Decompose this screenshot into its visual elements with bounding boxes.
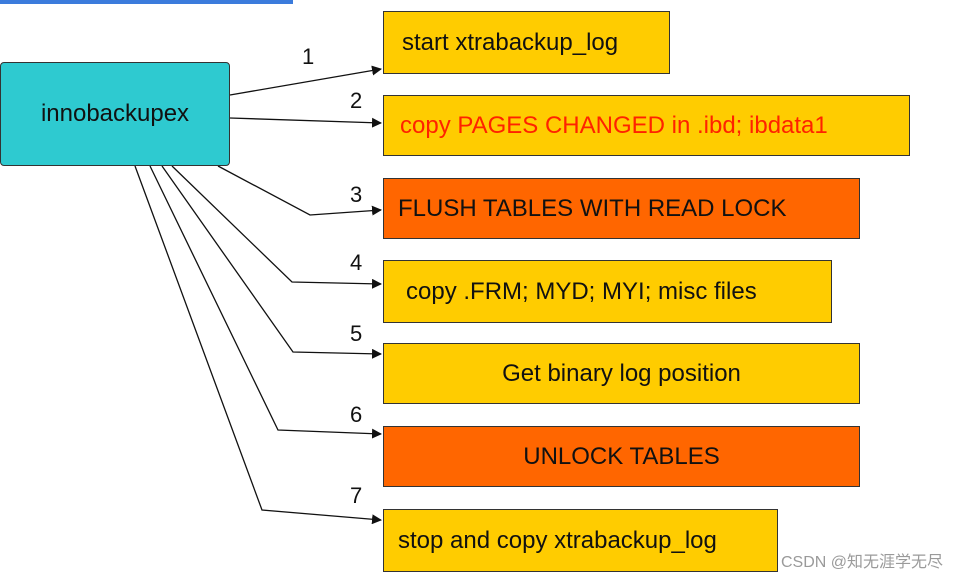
innobackupex-node: innobackupex [0, 62, 230, 166]
step-4-box: copy .FRM; MYD; MYI; misc files [383, 260, 832, 323]
step-4-label: copy .FRM; MYD; MYI; misc files [406, 277, 757, 305]
step-6-box: UNLOCK TABLES [383, 426, 860, 487]
innobackupex-label: innobackupex [40, 100, 190, 127]
step-7-number: 7 [350, 483, 363, 508]
arrow-step-5 [161, 165, 382, 359]
step-1-label: start xtrabackup_log [402, 28, 619, 56]
arrow-step-4 [171, 165, 382, 289]
step-1-number: 1 [302, 44, 315, 69]
arrow-step-1 [229, 65, 382, 96]
step-6-label: UNLOCK TABLES [523, 442, 720, 470]
step-2-box: copy PAGES CHANGED in .ibd; ibdata1 [383, 95, 910, 156]
csdn-watermark: CSDN @知无涯学无尽 [780, 554, 943, 571]
step-5-box: Get binary log position [383, 343, 860, 404]
step-3-label: FLUSH TABLES WITH READ LOCK [398, 194, 787, 222]
arrow-step-2 [229, 117, 382, 128]
step-7-label: stop and copy xtrabackup_log [398, 526, 717, 554]
step-2-number: 2 [350, 88, 363, 113]
arrow-step-7 [134, 165, 382, 525]
step-2-label: copy PAGES CHANGED in .ibd; ibdata1 [400, 111, 828, 139]
step-1-box: start xtrabackup_log [383, 11, 670, 74]
arrow-step-6 [149, 165, 382, 439]
step-4-number: 4 [350, 250, 363, 275]
step-5-label: Get binary log position [502, 359, 741, 387]
step-6-number: 6 [350, 402, 363, 427]
top-accent-bar [0, 0, 293, 4]
step-3-number: 3 [350, 182, 363, 207]
arrow-step-3 [217, 165, 382, 216]
step-5-number: 5 [350, 321, 363, 346]
step-7-box: stop and copy xtrabackup_log [383, 509, 778, 572]
step-3-box: FLUSH TABLES WITH READ LOCK [383, 178, 860, 239]
